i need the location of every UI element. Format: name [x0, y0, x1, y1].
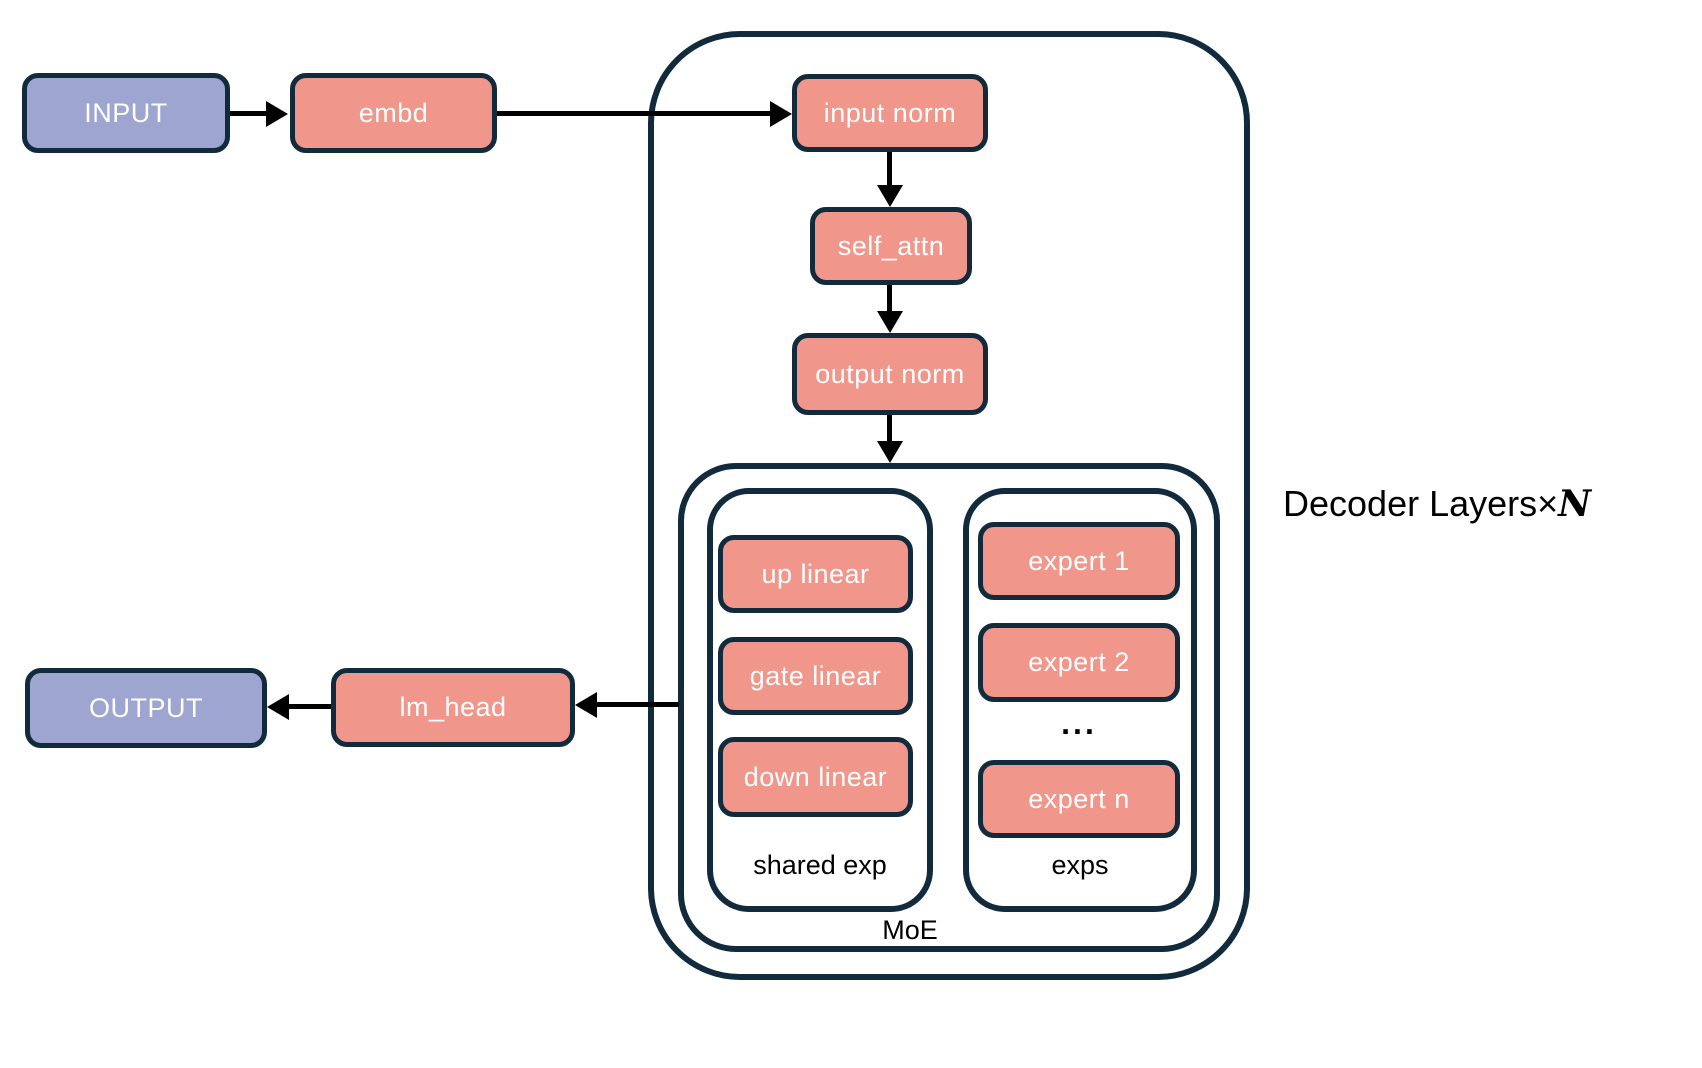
experts-ellipsis: ...	[1061, 705, 1097, 741]
embd-node: embd	[290, 73, 497, 153]
input-node: INPUT	[22, 73, 230, 153]
up-linear-node-label: up linear	[761, 558, 870, 589]
arrow-selfattn-outputnorm-head	[877, 311, 903, 333]
gate-linear-node: gate linear	[718, 637, 913, 715]
arrow-lmhead-output-line	[289, 704, 331, 709]
experts-container	[963, 488, 1197, 912]
moe-label: MoE	[882, 915, 938, 945]
output-norm-node: output norm	[792, 333, 988, 415]
arrow-input-embd-line	[230, 111, 268, 116]
output-node-label: OUTPUT	[89, 692, 203, 723]
arrow-inputnorm-selfattn-head	[877, 185, 903, 207]
exps-label: exps	[1051, 850, 1109, 880]
arrow-embd-inputnorm-head	[770, 101, 792, 127]
arrow-lmhead-output-head	[267, 694, 289, 720]
input-norm-node-label: input norm	[823, 97, 957, 128]
shared-exp-label: shared exp	[753, 850, 887, 880]
expert-2-node-label: expert 2	[1028, 647, 1130, 677]
arrow-moe-lmhead-head	[575, 692, 597, 718]
expert-1-node-label: expert 1	[1028, 545, 1130, 576]
input-norm-node: input norm	[792, 74, 988, 152]
expert-1-node: expert 1	[978, 522, 1180, 600]
decoder-layers-times: ×	[1537, 483, 1559, 524]
self-attn-node-label: self_attn	[837, 230, 945, 261]
arrow-inputnorm-selfattn-line	[887, 152, 892, 188]
input-node-label: INPUT	[84, 97, 168, 128]
decoder-layers-text: Decoder Layers	[1283, 483, 1538, 524]
down-linear-node: down linear	[718, 737, 913, 817]
arrow-selfattn-outputnorm-line	[887, 285, 892, 313]
gate-linear-node-label: gate linear	[749, 660, 882, 691]
self-attn-node: self_attn	[810, 207, 972, 285]
expert-2-node: expert 2	[978, 623, 1180, 702]
embd-node-label: embd	[358, 97, 429, 128]
lm-head-node-label: lm_head	[399, 692, 507, 722]
arrow-embd-inputnorm-line	[497, 111, 772, 116]
decoder-layers-label: Decoder Layers×N	[1283, 483, 1591, 525]
down-linear-node-label: down linear	[743, 761, 888, 792]
expert-n-node-label: expert n	[1028, 783, 1130, 814]
up-linear-node: up linear	[718, 535, 913, 613]
arrow-moe-lmhead-line	[595, 702, 679, 707]
arrow-outputnorm-moe-head	[877, 441, 903, 463]
decoder-layers-n: N	[1558, 483, 1592, 525]
lm-head-node: lm_head	[331, 668, 575, 747]
arrow-input-embd-head	[266, 101, 288, 127]
shared-exp-container	[707, 488, 933, 912]
arrow-outputnorm-moe-line	[887, 415, 892, 443]
decoder-layers-container	[648, 31, 1250, 980]
expert-n-node: expert n	[978, 760, 1180, 838]
output-norm-node-label: output norm	[815, 358, 965, 389]
moe-container	[678, 463, 1220, 952]
output-node: OUTPUT	[25, 668, 267, 748]
